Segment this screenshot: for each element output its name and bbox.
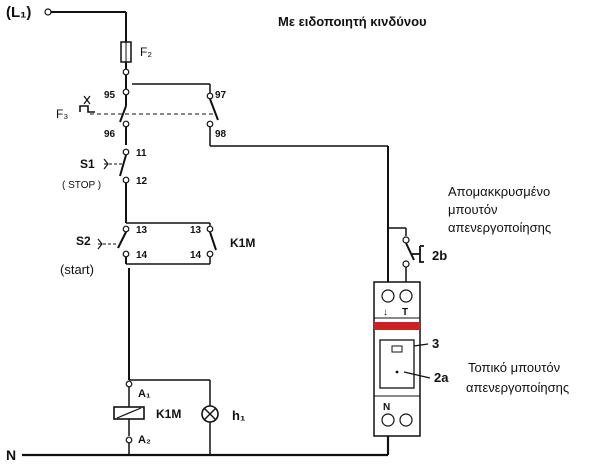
diagram-title: Με ειδοποιητή κινδύνου [278,14,427,29]
lamp-h1 [201,380,219,455]
local-reset-label: 2a [434,370,449,385]
aux-terminal-14-label: 14 [190,250,202,261]
fuse-f2 [120,41,132,90]
line-l1-wire [44,8,127,42]
terminal-11-label: 11 [136,148,147,159]
terminal-95-label: 95 [104,90,116,101]
terminal-98-label: 98 [215,129,227,140]
alarm-feed-wire [210,145,389,228]
remote-reset-button [387,227,424,284]
stop-button-s1 [103,148,130,223]
remote-reset-caption-line-3: απενεργοποίησης [448,220,551,235]
terminal-12-label: 12 [136,176,148,187]
local-reset-caption-line-2: απενεργοποίησης [466,380,569,395]
terminal-97-label: 97 [215,90,227,101]
device-terminal-arrow: ↓ [383,307,388,318]
terminal-96-label: 96 [104,129,116,140]
local-reset-caption-line-1: Τοπικό μπουτόν [468,360,560,375]
start-button-caption: (start) [60,262,94,277]
neutral-label: N [6,447,16,463]
terminal-13-label: 13 [136,225,148,236]
aux-contact-label: K1M [230,236,255,250]
coil-label: K1M [156,407,181,421]
thermal-relay-f3-label: F₃ [56,107,68,121]
device-indicator-label: 3 [432,336,439,351]
alarm-device [373,281,431,437]
device-terminal-n: N [383,402,390,413]
line-l1-label: (L₁) [6,4,31,21]
coil-k1m [113,379,210,455]
neutral-wire [22,430,390,457]
stop-button-caption: ( STOP ) [62,180,101,191]
remote-reset-caption-line-1: Απομακκρυσμένο [448,184,550,199]
coil-terminal-a2-label: A₂ [138,434,151,446]
remote-reset-caption-line-2: μπουτόν [448,202,497,217]
start-button-label: S2 [76,234,91,248]
terminal-14-label: 14 [136,250,148,261]
aux-contact-k1m [206,223,217,264]
thermal-relay-f3 [79,83,219,146]
aux-terminal-13-label: 13 [190,225,202,236]
lamp-label: h₁ [232,408,245,423]
coil-terminal-a1-label: A₁ [138,388,151,400]
stop-button-label: S1 [80,157,95,171]
remote-reset-label: 2b [432,248,447,263]
fuse-f2-label: F₂ [140,45,152,59]
start-button-s2 [97,222,210,380]
device-terminal-t: T [402,307,408,318]
